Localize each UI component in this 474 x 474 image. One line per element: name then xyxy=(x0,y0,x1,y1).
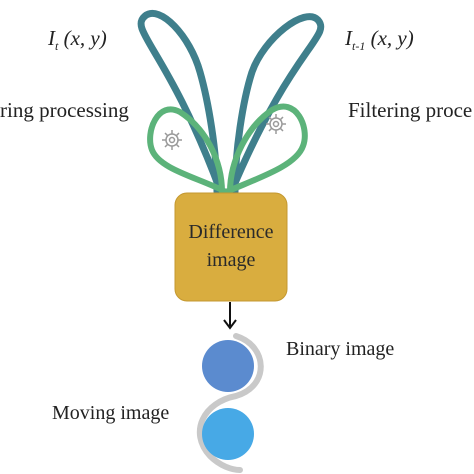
outer-loop-left xyxy=(137,10,224,196)
input-label-current: It (x, y) xyxy=(48,26,107,53)
inner-loop-left xyxy=(147,106,229,195)
moving-circle xyxy=(202,408,254,460)
circle-connector xyxy=(196,333,264,473)
outer-loop-right xyxy=(228,13,325,196)
gear-icon xyxy=(162,130,182,150)
filter-label-left: ring processing xyxy=(0,98,129,122)
arrow-down-icon xyxy=(223,302,237,330)
filter-label-right: Filtering proce xyxy=(348,98,473,122)
binary-circle xyxy=(202,340,254,392)
inner-loop-right xyxy=(223,103,308,195)
input-label-previous: It-1 (x, y) xyxy=(345,26,414,53)
moving-image-label: Moving image xyxy=(52,402,170,424)
difference-image-box xyxy=(174,192,288,302)
difference-image-label: Difference image xyxy=(188,221,274,271)
binary-image-label: Binary image xyxy=(286,338,395,360)
gear-icon xyxy=(266,114,286,134)
